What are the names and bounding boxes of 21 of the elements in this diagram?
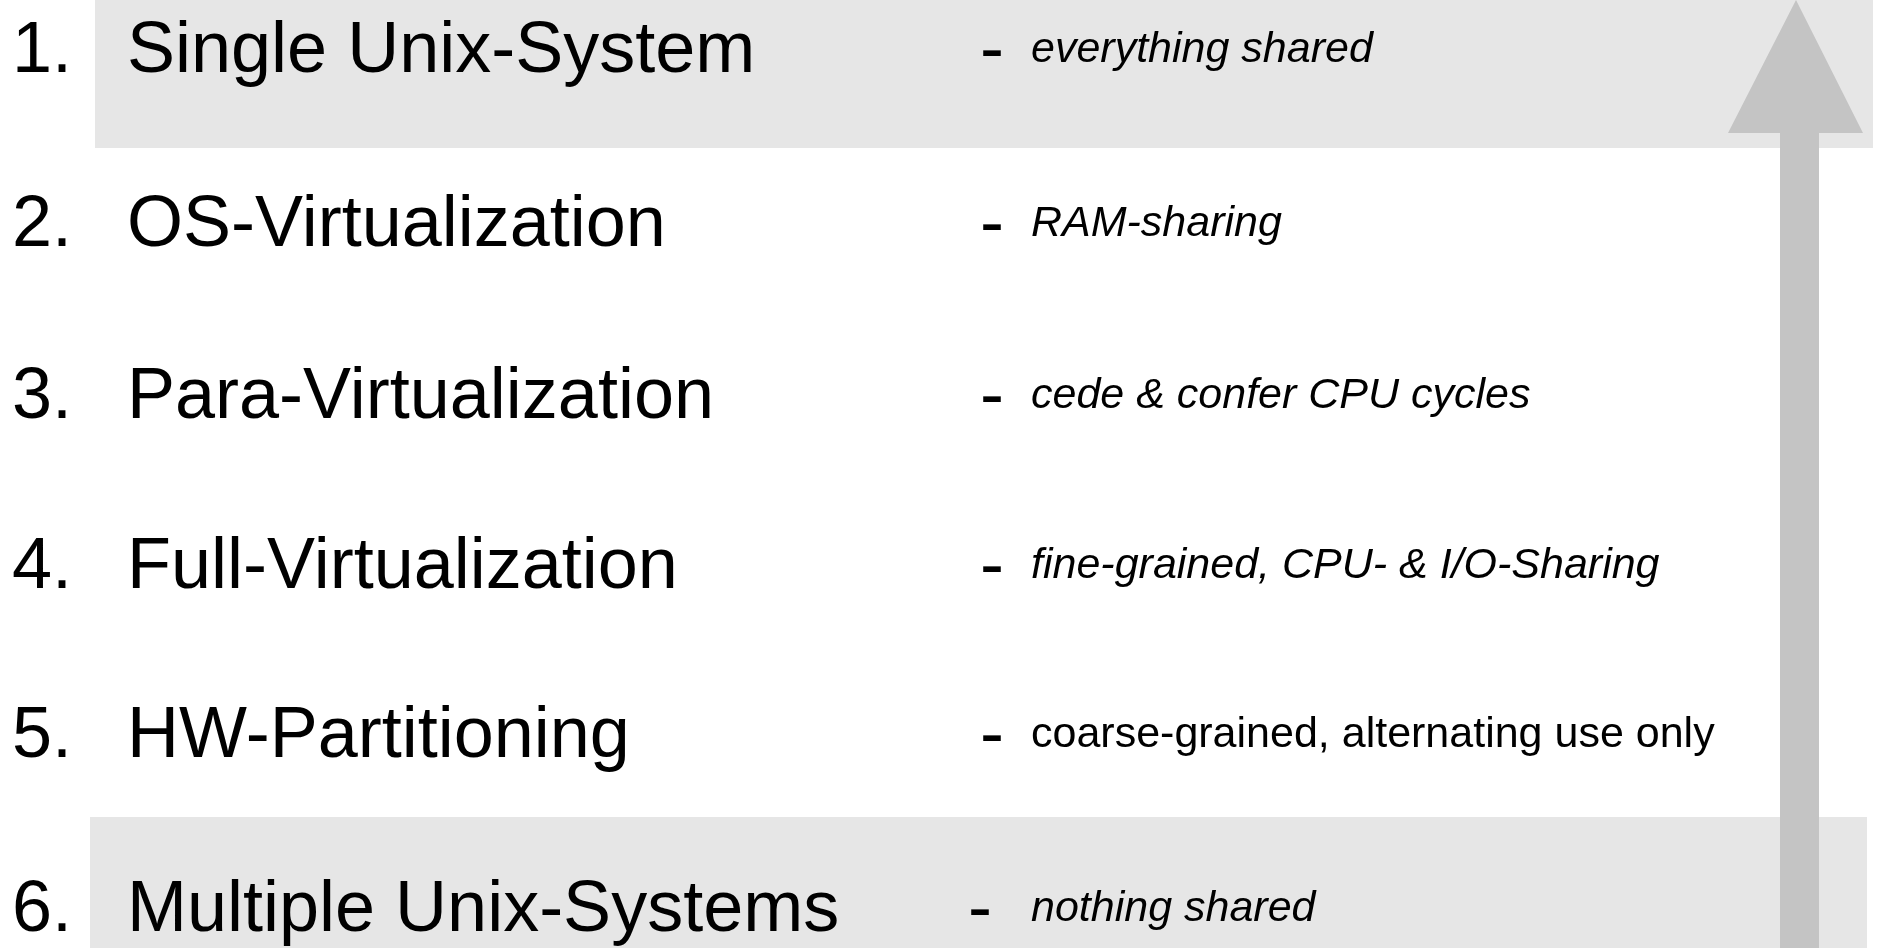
level-description: fine-grained, CPU- & I/O-Sharing bbox=[1031, 541, 1660, 585]
level-description: RAM-sharing bbox=[1031, 199, 1282, 243]
dash: - bbox=[980, 526, 1004, 599]
level-description: coarse-grained, alternating use only bbox=[1031, 710, 1715, 754]
level-description: nothing shared bbox=[1031, 884, 1316, 928]
list-number: 2. bbox=[12, 184, 73, 257]
list-number: 1. bbox=[12, 10, 73, 83]
list-number: 6. bbox=[12, 869, 73, 942]
dash: - bbox=[980, 184, 1004, 257]
dash: - bbox=[968, 869, 992, 942]
level-description: everything shared bbox=[1031, 25, 1373, 69]
level-title: Para-Virtualization bbox=[127, 356, 714, 429]
dash: - bbox=[980, 10, 1004, 83]
dash: - bbox=[980, 356, 1004, 429]
list-number: 4. bbox=[12, 526, 73, 599]
level-title: Full-Virtualization bbox=[127, 526, 678, 599]
list-number: 3. bbox=[12, 356, 73, 429]
list-number: 5. bbox=[12, 695, 73, 768]
level-title: OS-Virtualization bbox=[127, 184, 666, 257]
level-description: cede & confer CPU cycles bbox=[1031, 371, 1531, 415]
dash: - bbox=[980, 695, 1004, 768]
